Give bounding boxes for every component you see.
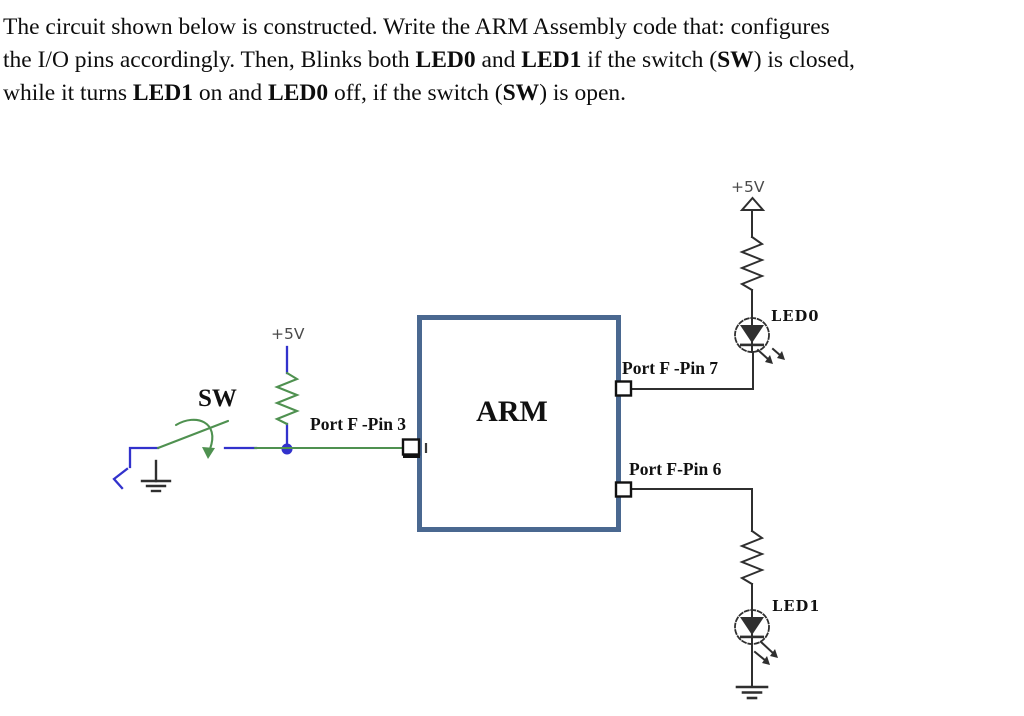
led0-label: LED0 (771, 308, 820, 325)
problem-text-segment: ) is closed, (753, 47, 855, 73)
dark-wires (140, 196, 783, 700)
ground-symbol-right (735, 685, 769, 700)
dark-fills (740, 325, 785, 665)
resistor-pullup (274, 371, 300, 426)
switch-label: SW (198, 385, 237, 412)
wire-pin6-to-resistor (630, 488, 753, 532)
resistor-led0 (739, 235, 765, 292)
led0-arrowhead-2 (777, 351, 785, 360)
led0-arrowhead-1 (765, 355, 773, 364)
led1-cathode-bar (740, 635, 764, 639)
vcc-label-right: +5V (731, 178, 765, 196)
wire-pin7-to-led0 (630, 351, 754, 390)
led1-triangle (740, 617, 764, 635)
problem-text-segment: off, if the switch ( (328, 80, 503, 106)
problem-text-segment: on and (192, 80, 269, 106)
vcc-arrow-right (739, 196, 766, 211)
led0-triangle (740, 325, 764, 343)
problem-line-1: The circuit shown below is constructed. … (3, 11, 1019, 44)
switch-motion-arc (174, 418, 214, 451)
problem-line-2: the I/O pins accordingly. Then, Blinks b… (3, 44, 1019, 77)
problem-statement: The circuit shown below is constructed. … (3, 11, 1019, 110)
pin7-label: Port F -Pin 7 (622, 358, 718, 378)
pin7-square (614, 380, 633, 397)
led1-emission-arrows (753, 640, 776, 663)
led0-mention: LED0 (268, 80, 329, 106)
resistor-led1 (739, 529, 765, 586)
problem-text-segment: while it turns (3, 80, 133, 106)
pin6-square (614, 481, 633, 498)
switch-motion-arrowhead (202, 447, 215, 459)
green-wires (156, 371, 405, 451)
pin3-label: Port F -Pin 3 (310, 414, 406, 434)
wire-end-arrow (112, 467, 129, 490)
led1-mention: LED1 (521, 47, 582, 73)
led1-mention: LED1 (132, 80, 193, 106)
sw-mention: SW (502, 80, 540, 106)
led1-arrowhead-1 (770, 649, 778, 658)
blue-wires (112, 345, 289, 490)
led0-cathode-bar (740, 343, 764, 347)
pin6-label: Port F-Pin 6 (629, 459, 722, 479)
sw-mention: SW (717, 47, 754, 73)
ground-symbol-left (140, 459, 172, 493)
pin3-square (401, 438, 421, 456)
switch-blade (156, 419, 230, 450)
led1-circle (734, 609, 770, 645)
problem-line-3: while it turns LED1 on and LED0 off, if … (3, 77, 1019, 110)
problem-text-segment: if the switch ( (581, 47, 718, 73)
problem-text-segment: the I/O pins accordingly. Then, Blinks b… (3, 47, 416, 73)
problem-text-segment: and (475, 47, 522, 73)
problem-text-segment: ) is open. (539, 80, 626, 106)
problem-text-segment: The circuit shown below is constructed. … (3, 14, 830, 40)
led1-arrowhead-2 (762, 656, 770, 665)
arm-chip-label: ARM (476, 395, 548, 428)
vcc-label-left: +5V (271, 325, 305, 343)
wire-switch-to-ground (128, 446, 160, 469)
arm-chip-box (417, 315, 621, 532)
led0-mention: LED0 (415, 47, 476, 73)
led1-label: LED1 (772, 598, 821, 615)
